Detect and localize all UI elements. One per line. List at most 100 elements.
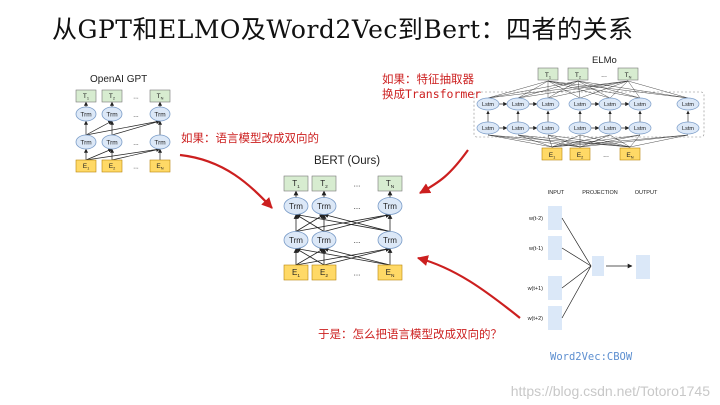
input-token-label: E1 bbox=[83, 163, 90, 171]
input-token bbox=[541, 147, 563, 161]
transformer-node bbox=[377, 197, 403, 215]
link bbox=[517, 134, 553, 148]
transformer-node bbox=[283, 197, 309, 215]
output-token-label: T1 bbox=[545, 72, 551, 80]
lstm-node bbox=[568, 121, 592, 135]
lstm-node bbox=[506, 97, 530, 111]
node-label: Lstm bbox=[482, 126, 494, 132]
ellipsis: ... bbox=[354, 269, 361, 278]
transformer-node bbox=[75, 106, 97, 122]
link bbox=[629, 134, 689, 148]
transformer-node bbox=[75, 134, 97, 150]
watermark: https://blog.csdn.net/Totoro1745 bbox=[510, 383, 710, 399]
lstm-node bbox=[628, 121, 652, 135]
lstm-node bbox=[536, 121, 560, 135]
node-label: Lstm bbox=[542, 102, 554, 108]
input-token-label: E1 bbox=[292, 268, 300, 279]
input-token bbox=[101, 159, 123, 173]
link bbox=[551, 134, 689, 148]
node-label: Lstm bbox=[512, 102, 524, 108]
cbow-input-label: w(t+1) bbox=[527, 286, 544, 292]
input-token-label: E1 bbox=[549, 152, 556, 160]
cbow-input-vector bbox=[548, 206, 562, 230]
node-label: Lstm bbox=[634, 126, 646, 132]
output-token bbox=[101, 89, 123, 103]
cbow-header: OUTPUT bbox=[635, 190, 658, 196]
link bbox=[577, 80, 689, 99]
link bbox=[579, 134, 631, 148]
cbow-header: INPUT bbox=[548, 190, 565, 196]
annotation-w2v: 于是：怎么把语言模型改成双向的？ bbox=[318, 327, 502, 341]
link bbox=[517, 80, 549, 99]
input-token-label: E2 bbox=[577, 152, 584, 160]
node-label: Trm bbox=[289, 202, 303, 211]
ellipsis: ... bbox=[354, 202, 361, 211]
link bbox=[85, 119, 161, 136]
transformer-node bbox=[149, 106, 171, 122]
arrow-gpt-to-bert bbox=[179, 153, 273, 209]
link bbox=[547, 80, 579, 99]
ellipsis: ... bbox=[601, 72, 607, 79]
node-label: Lstm bbox=[574, 102, 586, 108]
node-label: Lstm bbox=[604, 126, 616, 132]
output-token-label: T1 bbox=[292, 179, 300, 190]
transformer-node bbox=[101, 106, 123, 122]
node-label: Lstm bbox=[682, 102, 694, 108]
transformer-node bbox=[311, 197, 337, 215]
link bbox=[547, 134, 553, 148]
link bbox=[85, 148, 113, 161]
output-token bbox=[537, 67, 559, 81]
arrow-w2v-to-bert bbox=[416, 255, 521, 319]
output-token-label: T2 bbox=[320, 179, 328, 190]
cbow-input-vector bbox=[548, 236, 562, 260]
output-token bbox=[75, 89, 97, 103]
node-label: Lstm bbox=[634, 102, 646, 108]
input-token-label: E2 bbox=[109, 163, 116, 171]
cbow-input-label: w(t-1) bbox=[528, 246, 543, 252]
ellipsis: ... bbox=[603, 152, 609, 159]
link bbox=[551, 134, 581, 148]
output-token-label: T2 bbox=[109, 93, 115, 101]
link bbox=[517, 134, 631, 148]
elmo-title: ELMo bbox=[592, 55, 617, 66]
lstm-node bbox=[676, 97, 700, 111]
transformer-node bbox=[149, 134, 171, 150]
gpt-title: OpenAI GPT bbox=[90, 74, 148, 85]
link bbox=[487, 134, 581, 148]
node-label: Trm bbox=[317, 202, 331, 211]
cbow-input-label: w(t+2) bbox=[527, 316, 544, 322]
link bbox=[487, 80, 549, 99]
lstm-node bbox=[676, 121, 700, 135]
annotation-elmo-line2: 换成Transformer bbox=[382, 87, 482, 101]
cbow-input-vector bbox=[548, 306, 562, 330]
node-label: Trm bbox=[383, 202, 397, 211]
link bbox=[295, 212, 391, 232]
link bbox=[487, 134, 553, 148]
node-label: Trm bbox=[80, 111, 91, 118]
annotation-elmo-line1: 如果：特征抽取器 bbox=[382, 72, 474, 86]
output-token-label: T1 bbox=[83, 93, 89, 101]
link bbox=[547, 80, 689, 99]
link bbox=[295, 246, 391, 266]
node-label: Trm bbox=[106, 139, 117, 146]
link bbox=[547, 80, 641, 99]
output-token bbox=[283, 175, 309, 192]
link bbox=[517, 80, 629, 99]
link bbox=[561, 265, 592, 319]
output-token-label: TN bbox=[157, 93, 164, 101]
link bbox=[577, 80, 641, 99]
node-label: Lstm bbox=[512, 126, 524, 132]
ellipsis: ... bbox=[133, 93, 139, 100]
cbow-projection bbox=[592, 256, 604, 276]
link bbox=[111, 120, 161, 136]
link bbox=[487, 134, 631, 148]
output-token bbox=[311, 175, 337, 192]
link bbox=[551, 134, 611, 148]
link bbox=[547, 80, 581, 99]
link bbox=[547, 80, 629, 99]
node-label: Trm bbox=[383, 236, 397, 245]
